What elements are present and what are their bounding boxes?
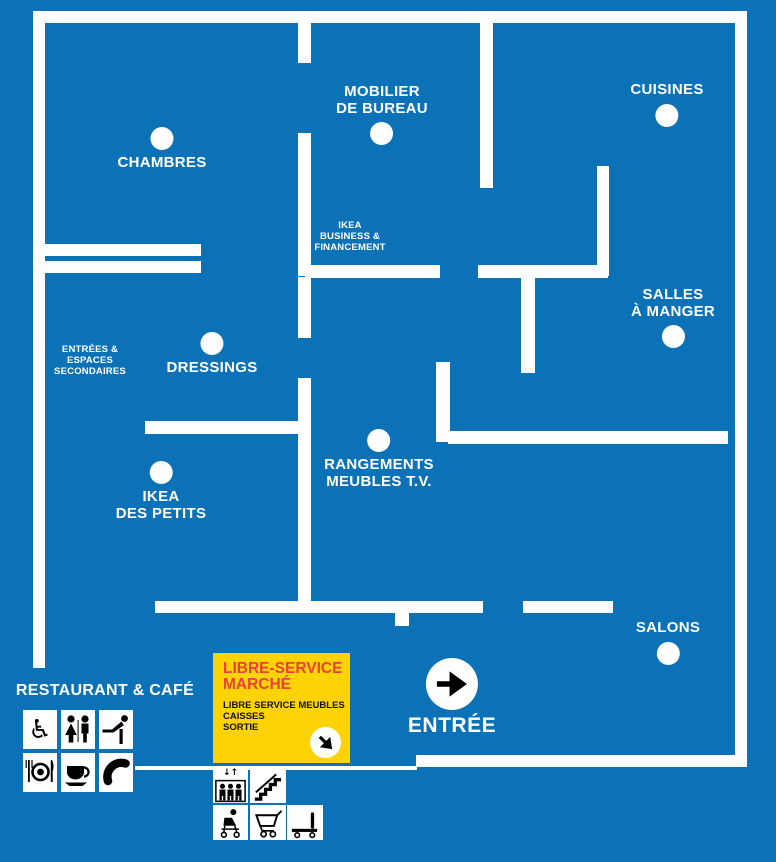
arrow-right-icon (426, 658, 478, 710)
shopping-cart-icon (250, 805, 286, 840)
dept-rangements-meubles-tv[interactable]: RANGEMENTS MEUBLES T.V. (324, 429, 434, 490)
flatbed-trolley-icon (287, 805, 323, 840)
dept-label: DRESSINGS (166, 359, 258, 376)
dept-ikea-des-petits[interactable]: IKEA DES PETITS (116, 461, 207, 522)
location-dot (656, 641, 680, 665)
wall (478, 265, 608, 278)
coffee-icon (61, 753, 95, 792)
location-dot (661, 325, 685, 348)
dept-label: CUISINES (630, 81, 704, 98)
wall (33, 11, 45, 668)
wall (480, 23, 493, 188)
wall (43, 261, 201, 273)
dept-label: CHAMBRES (117, 154, 207, 171)
entrance-label: ENTRÉE (407, 714, 497, 737)
wall (523, 601, 613, 613)
wheelchair-icon: ♿ (23, 710, 57, 749)
dept-mobilier-de-bureau[interactable]: MOBILIER DE BUREAU (336, 83, 428, 145)
dept-label: IKEA DES PETITS (115, 488, 207, 522)
wall (33, 11, 747, 23)
wall (597, 166, 609, 276)
arrow-down-right-icon (310, 727, 341, 758)
location-dot (370, 122, 394, 145)
wall (298, 277, 311, 338)
location-dot (367, 429, 391, 452)
wall (395, 613, 409, 626)
elevator-icon: ↓↑ (213, 768, 248, 803)
wall (436, 362, 450, 442)
dept-label: MOBILIER DE BUREAU (336, 83, 428, 117)
wall (735, 11, 747, 767)
wall (298, 378, 311, 612)
wall (448, 431, 728, 444)
libre-service-title: LIBRE-SERVICE MARCHÉ (223, 660, 343, 694)
escalator-icon (250, 768, 286, 803)
wall (416, 755, 747, 767)
dept-label: SALONS (635, 619, 701, 636)
dept-entrees-espaces-secondaires[interactable]: ENTRÉES & ESPACES SECONDAIRES (54, 344, 126, 378)
libre-service-details: LIBRE SERVICE MEUBLES CAISSES SORTIE (223, 699, 345, 734)
wall (298, 23, 311, 63)
wall (43, 244, 201, 256)
dept-chambres[interactable]: CHAMBRES (117, 127, 206, 172)
location-dot (150, 127, 174, 150)
baby-care-icon (99, 710, 133, 749)
location-dot (200, 332, 224, 355)
dept-label: SALLES À MANGER (630, 286, 716, 320)
dept-label: IKEA BUSINESS & FINANCEMENT (314, 220, 386, 253)
libre-service-panel[interactable]: LIBRE-SERVICE MARCHÉ LIBRE SERVICE MEUBL… (213, 653, 350, 763)
location-dot (149, 461, 173, 484)
telephone-icon (99, 753, 133, 792)
dept-label: ENTRÉES & ESPACES SECONDAIRES (54, 344, 126, 377)
dept-ikea-business-financement[interactable]: IKEA BUSINESS & FINANCEMENT (314, 220, 386, 254)
wall (145, 421, 311, 434)
dept-label: RANGEMENTS MEUBLES T.V. (324, 456, 434, 490)
wall (521, 277, 535, 373)
wall (305, 265, 440, 278)
wall (155, 601, 483, 613)
child-cart-icon (213, 805, 248, 840)
dept-salons[interactable]: SALONS (635, 619, 701, 665)
entrance-marker[interactable]: ENTRÉE (408, 658, 496, 737)
dining-icon (23, 753, 57, 792)
dept-cuisines[interactable]: CUISINES (630, 81, 704, 127)
wall (298, 133, 311, 276)
location-dot (655, 103, 679, 127)
dept-salles-a-manger[interactable]: SALLES À MANGER (630, 286, 716, 348)
dept-dressings[interactable]: DRESSINGS (166, 332, 257, 377)
restaurant-title: RESTAURANT & CAFÉ (15, 682, 195, 699)
restroom-icon (61, 710, 95, 749)
